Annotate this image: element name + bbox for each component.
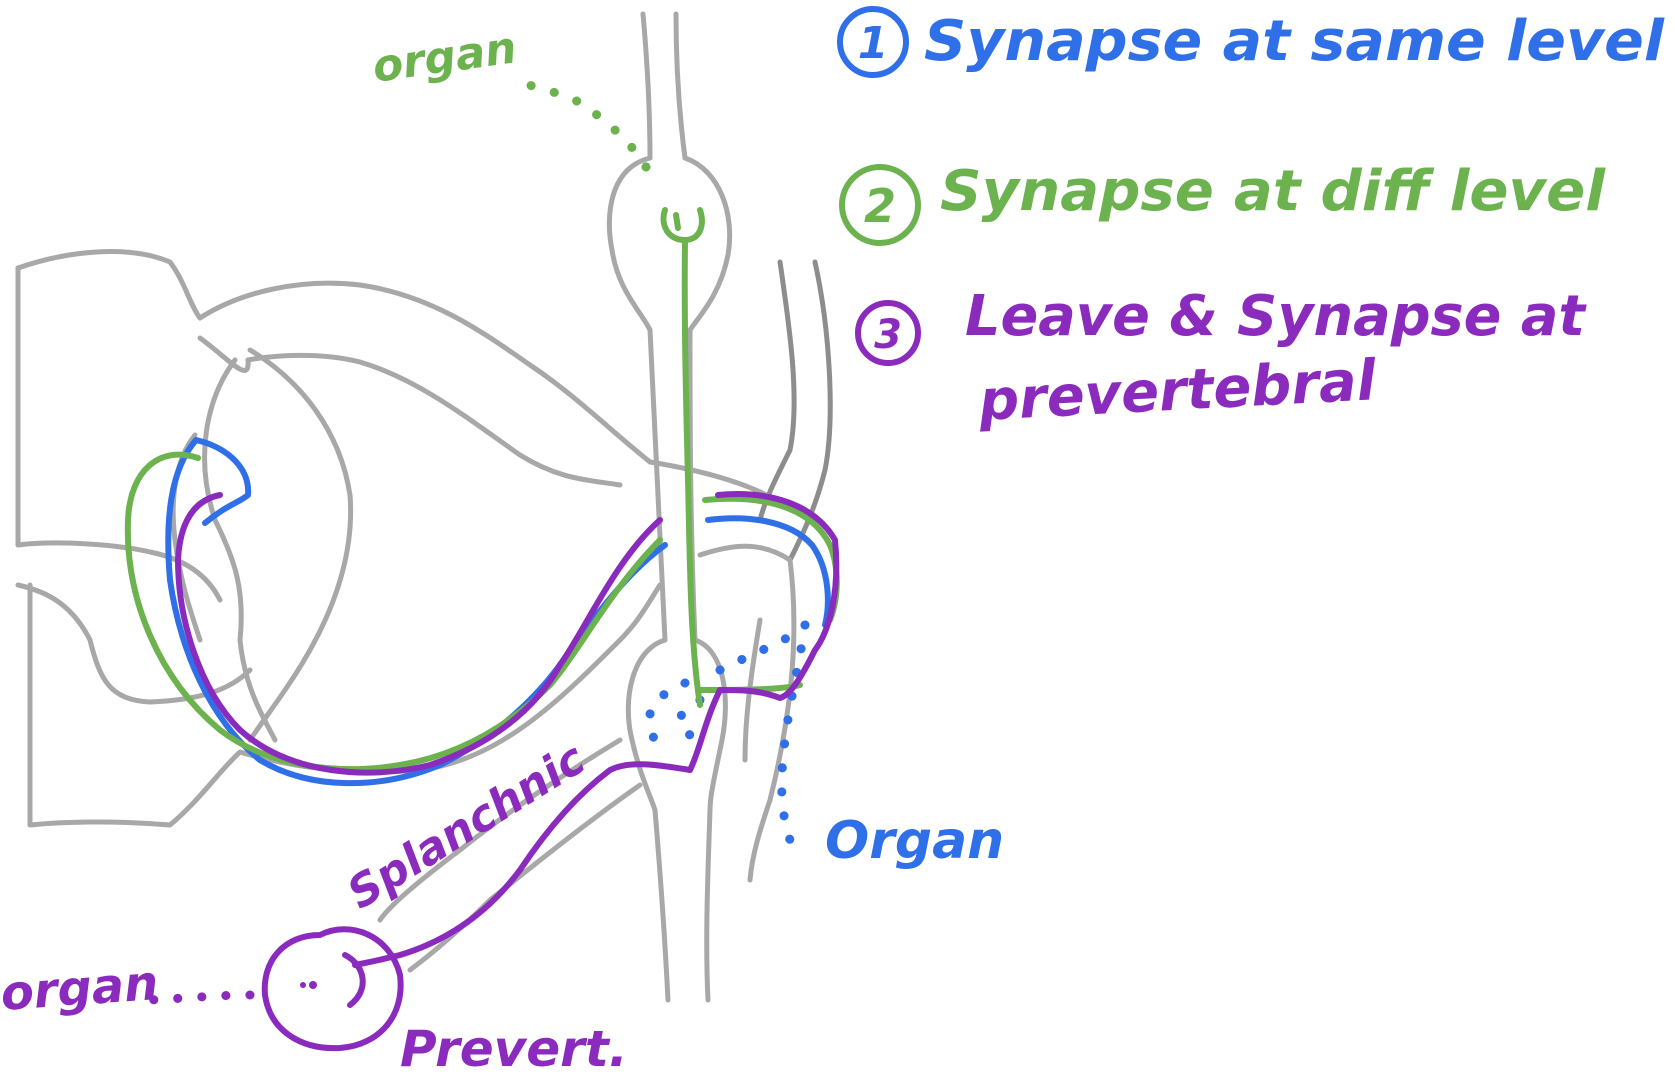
spinal-nerve-rami (647, 259, 833, 883)
green-ascending-fiber (681, 237, 703, 708)
legend-number-circle-1 (837, 6, 909, 78)
legend-item-3: 3 Leave & Synapse at prevertebral (855, 284, 1587, 434)
label-organ-blue: Organ (825, 811, 1004, 871)
label-organ-purple: organ (0, 955, 160, 1022)
legend-text-3-line2: prevertebral (976, 348, 1378, 434)
legend-text-2: Synapse at diff level (940, 159, 1606, 224)
prevertebral-ganglion-cell-dot (309, 981, 317, 989)
prevertebral-ganglion (261, 926, 404, 1052)
legend-number-1: 1 (858, 18, 889, 69)
green-postganglionic-dots (510, 77, 651, 172)
sympathetic-trunk (606, 11, 733, 1003)
purple-pathway (145, 491, 840, 1052)
purple-preganglionic-fiber (175, 492, 663, 776)
purple-postganglionic-dots (145, 990, 255, 1005)
green-ganglion-cell (660, 207, 705, 243)
legend-number-circle-2 (839, 164, 921, 246)
legend-text-3-line1: Leave & Synapse at (965, 284, 1587, 349)
blue-postganglionic-dots (644, 620, 810, 845)
label-prevert: Prevert. (400, 1020, 628, 1074)
legend-number-2: 2 (864, 179, 896, 233)
legend-item-1: 1 Synapse at same level (837, 6, 1665, 78)
label-organ-green: organ (369, 22, 519, 93)
legend-text-1: Synapse at same level (924, 9, 1665, 74)
legend-item-2: 2 Synapse at diff level (839, 159, 1606, 246)
legend-number-3: 3 (874, 312, 902, 358)
legend-number-circle-3 (855, 300, 921, 366)
legend: 1 Synapse at same level 2 Synapse at dif… (837, 6, 1665, 434)
